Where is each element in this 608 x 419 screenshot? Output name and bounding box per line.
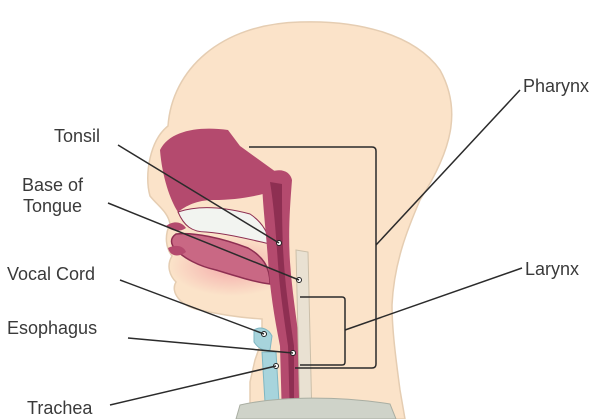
esophagus-label: Esophagus (7, 318, 97, 339)
base-of-tongue-label-line1: Base of (22, 175, 83, 196)
base-of-tongue-label-line2: Tongue (22, 196, 83, 217)
trachea-label: Trachea (27, 398, 92, 419)
collarbone (236, 398, 396, 419)
tonsil-label: Tonsil (54, 126, 100, 147)
base-of-tongue-label: Base of Tongue (22, 175, 83, 217)
pharynx-label: Pharynx (523, 76, 589, 97)
vocal-cord-label: Vocal Cord (7, 264, 95, 285)
larynx-label: Larynx (525, 259, 579, 280)
